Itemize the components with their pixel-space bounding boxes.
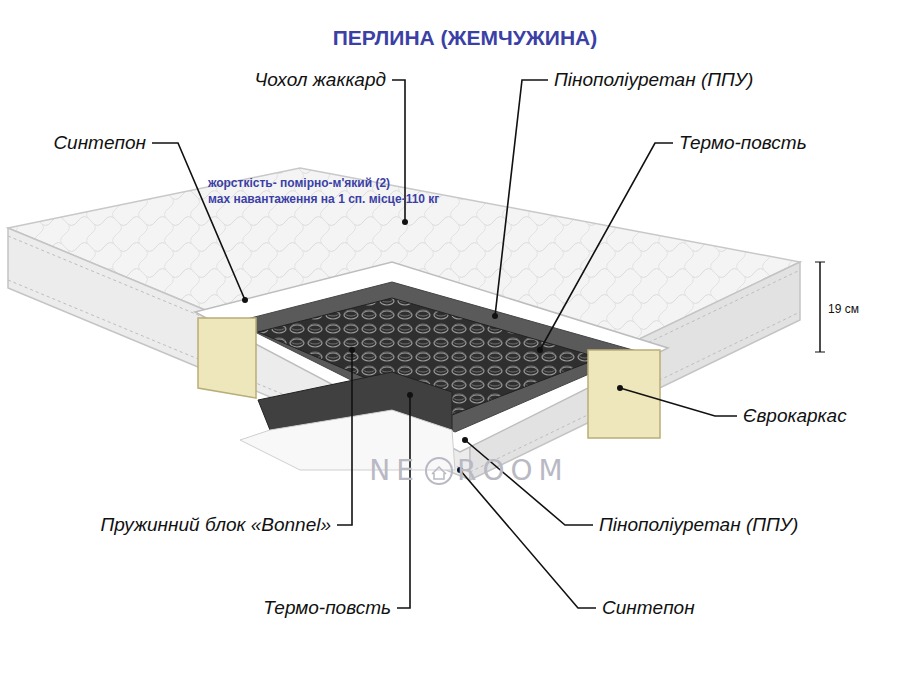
part-label: Чохол жаккард [254, 69, 386, 91]
part-label: Пружинний блок «Bonnel» [101, 514, 331, 536]
part-label: Термо-повсть [679, 132, 807, 154]
part-label: Пінополіуретан (ППУ) [599, 514, 798, 536]
spec-note: жорсткість- помірно-м'який (2) [208, 177, 390, 191]
diagram-title: ПЕРЛИНА (ЖЕМЧУЖИНА) [333, 26, 597, 50]
part-label: Термо-повсть [263, 597, 391, 619]
watermark: NE [369, 455, 420, 487]
part-label: Пінополіуретан (ППУ) [554, 69, 753, 91]
part-label: Синтепон [602, 597, 695, 619]
dimension-label: 19 см [828, 303, 859, 317]
part-label: Синтепон [53, 132, 146, 154]
part-label: Єврокаркас [743, 405, 847, 427]
spec-note: мах навантаження на 1 сп. місце-110 кг [208, 193, 439, 207]
watermark: ROOM [457, 455, 569, 487]
